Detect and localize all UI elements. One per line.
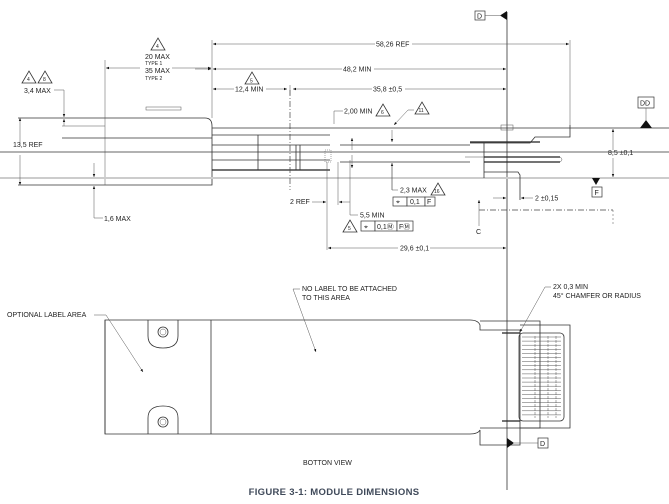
note-5-slot: 5 [348,226,351,232]
dim-inner-length: 35,8 ±0,5 [373,87,402,94]
note-6: 6 [381,110,384,116]
dim-top-max: 3,4 MAX [24,88,51,95]
dim-height-ref: 13,5 REF [13,142,43,149]
bottom-view: D OPTIONAL LABEL AREA NO LABEL TO BE ATT… [7,284,641,467]
position-symbol: ⌖ [364,224,368,231]
module-body-side [18,117,213,186]
tolerance-datum: FⓂ [399,223,410,231]
dim-min-length: 48,2 MIN [343,67,371,74]
dim-ref-2: 2 REF [290,199,310,206]
dim-gap-min: 2,00 MIN [344,109,372,116]
dim-pcb-height: 8,5 ±0,1 [608,150,633,157]
dim-slot-min: 5,5 MIN [360,213,385,220]
tolerance-value: 0,1 [410,199,420,206]
datum-d-label-top: D [477,14,482,21]
note-16: 16 [434,189,440,195]
note-4-top: 4 [27,77,30,83]
note-optional-label-area: OPTIONAL LABEL AREA [7,312,87,319]
screw-hole-top [157,326,169,338]
dim-overall-length: 58,26 REF [376,42,409,49]
dim-pcb-offset: 2 ±0,15 [535,196,558,203]
datum-d-flag-top [500,11,507,20]
slot-tolerance-frame: ⌖ 0,1Ⓜ FⓂ [360,220,414,232]
tolerance-value: 0,1Ⓜ [377,223,394,231]
position-symbol: ⌖ [396,199,400,206]
screw-hole-bottom [157,416,169,428]
screw-boss-bottom [147,405,179,434]
figure-caption: FIGURE 3-1: MODULE DIMENSIONS [249,487,420,498]
datum-d-label-bottom: D [540,441,545,448]
side-view: D DD [0,10,669,490]
section-c-label: C [476,229,481,236]
note-no-label-line2: TO THIS AREA [302,295,350,302]
dim-latch-min: 12,4 MIN [235,87,263,94]
module-body-bottom [104,319,521,446]
datum-f-label: F [595,190,599,197]
note-4-pulltab: 4 [156,44,159,50]
edge-connector [518,332,565,422]
label-type1: TYPE 1 [145,61,162,67]
latch-tab [145,106,182,111]
bottom-view-title: BOTTON VIEW [303,460,352,467]
pcb-tolerance-frame: ⌖ 0,1 F [392,196,436,207]
dim-pulltab-type2: 35 MAX [145,68,170,75]
dim-pulltab-type1: 20 MAX [145,54,170,61]
note-5-latch: 5 [250,79,253,85]
contact-grid [522,336,561,418]
datum-f-flag [592,178,600,185]
datum-f-box [591,186,603,198]
note-8-top: 8 [43,77,46,83]
note-chamfer-line2: 45° CHAMFER OR RADIUS [553,292,641,300]
note-no-label-line1: NO LABEL TO BE ATTACHED [302,286,397,293]
datum-d-box-bottom [537,437,549,449]
label-type2: TYPE 2 [145,76,162,82]
datum-dd-label: DD [640,101,650,108]
datum-d-flag-bottom [507,438,514,448]
screw-boss-top [147,320,179,349]
note-11: 11 [419,108,424,114]
dim-pcb-length: 29,6 ±0,1 [400,246,429,253]
tolerance-datum: F [427,199,431,206]
dim-pcb-max: 2,3 MAX [400,188,427,195]
datum-dd-flag [640,120,652,128]
dim-bottom-max: 1,6 MAX [104,216,131,223]
note-chamfer-line1: 2X 0,3 MIN [553,284,588,291]
